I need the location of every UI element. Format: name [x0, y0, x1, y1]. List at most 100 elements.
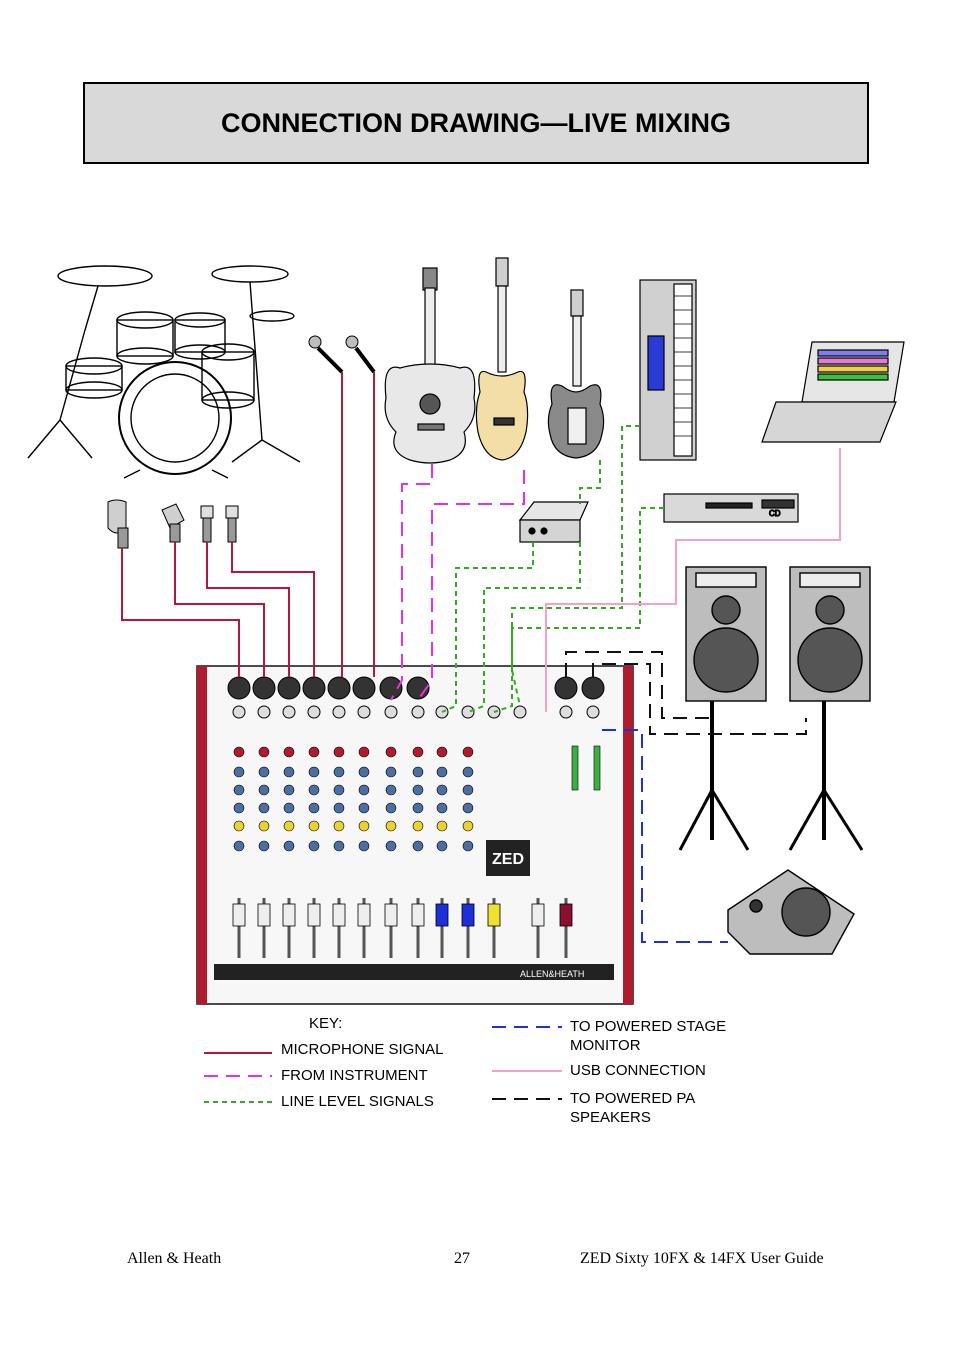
- mixer-knob: [233, 820, 245, 832]
- legend-label-stage-monitor: TO POWERED STAGE MONITOR: [570, 1018, 726, 1054]
- mixer-fader-cap: [435, 903, 449, 927]
- mixer-knob: [385, 820, 397, 832]
- stage-monitor-icon: [727, 869, 855, 955]
- mixer-knob: [258, 820, 270, 832]
- drum-kit-icon: [27, 265, 301, 479]
- mixer-knob: [358, 820, 370, 832]
- mixer-fader-slot: [536, 898, 540, 958]
- legend-label-line-level: LINE LEVEL SIGNALS: [281, 1093, 434, 1110]
- page-title: CONNECTION DRAWING—LIVE MIXING: [220, 107, 731, 138]
- pa-speaker-left-icon: [678, 566, 767, 851]
- footer-left: Allen & Heath: [127, 1250, 222, 1267]
- legend-label-microphone: MICROPHONE SIGNAL: [281, 1041, 444, 1058]
- vocal-microphones-icon: [308, 335, 376, 374]
- mixer-brand-label: ALLEN&HEATH: [520, 969, 584, 979]
- mixer-fader-cap: [332, 903, 346, 927]
- mixer-knob: [258, 802, 270, 814]
- mixer-knob: [333, 746, 345, 758]
- mixer-knob: [258, 784, 270, 796]
- mixer-knob: [385, 784, 397, 796]
- mixer-fader-cap: [232, 903, 246, 927]
- mixer-knob: [358, 766, 370, 778]
- stage-monitor-cable: [602, 729, 728, 943]
- mixer-knob: [385, 766, 397, 778]
- mixer-knob: [436, 746, 448, 758]
- mixer-knob: [283, 840, 295, 852]
- mixer-fader-cap: [357, 903, 371, 927]
- legend-heading: KEY:: [309, 1015, 342, 1032]
- mixer-knob: [358, 840, 370, 852]
- di-box-icon: [518, 501, 589, 543]
- mixer-knob: [258, 766, 270, 778]
- mixer-fader-slot: [287, 898, 291, 958]
- mixer-knob: [436, 840, 448, 852]
- mixer-knob: [358, 802, 370, 814]
- drum-microphones-icon: [107, 499, 239, 549]
- mixer-knob: [308, 802, 320, 814]
- mixer-knob: [412, 784, 424, 796]
- mixer-fader-cap: [411, 903, 425, 927]
- mixer-knob: [283, 746, 295, 758]
- keyboard-icon: [639, 279, 697, 461]
- mixer-knob: [308, 784, 320, 796]
- mixer-knob: [233, 746, 245, 758]
- mixer-icon: ALLEN&HEATH ZED: [196, 665, 634, 1005]
- mixer-knob: [385, 746, 397, 758]
- mixer-fader-slot: [312, 898, 316, 958]
- mixer-knob: [412, 766, 424, 778]
- legend: KEY: MICROPHONE SIGNAL FROM INSTRUMENT L…: [204, 1015, 726, 1126]
- mixer-fader-cap: [282, 903, 296, 927]
- mixer-knob: [233, 766, 245, 778]
- mixer-knob: [233, 840, 245, 852]
- legend-label-stage-monitor-line-1: TO POWERED STAGE: [570, 1018, 726, 1035]
- mixer-fader-slot: [466, 898, 470, 958]
- mixer-knob: [333, 802, 345, 814]
- mixer-knob: [385, 802, 397, 814]
- pa-speaker-right-icon: [788, 566, 871, 851]
- mixer-knob: [308, 746, 320, 758]
- mixer-knob: [333, 784, 345, 796]
- cd-label: CD: [769, 509, 781, 518]
- mixer-knob: [283, 784, 295, 796]
- mixer-knob: [462, 802, 474, 814]
- electric-guitar-icon: [547, 289, 605, 459]
- mixer-knob: [462, 766, 474, 778]
- mixer-knob: [308, 766, 320, 778]
- mixer-knob: [308, 840, 320, 852]
- mixer-fader-slot: [564, 898, 568, 958]
- mixer-fader-cap: [487, 903, 501, 927]
- mixer-fader-slot: [237, 898, 241, 958]
- mixer-fader-slot: [389, 898, 393, 958]
- mixer-knob: [283, 820, 295, 832]
- laptop-icon: [761, 341, 905, 443]
- mixer-fader-cap: [307, 903, 321, 927]
- footer-right: ZED Sixty 10FX & 14FX User Guide: [580, 1250, 824, 1267]
- mixer-knob: [283, 766, 295, 778]
- mixer-knob: [258, 840, 270, 852]
- mixer-fader-slot: [337, 898, 341, 958]
- mixer-knob: [412, 746, 424, 758]
- bass-guitar-icon: [475, 257, 529, 461]
- mixer-fader-slot: [262, 898, 266, 958]
- legend-label-stage-monitor-line-2: MONITOR: [570, 1037, 641, 1054]
- mixer-knob: [233, 784, 245, 796]
- legend-label-instrument: FROM INSTRUMENT: [281, 1067, 428, 1084]
- legend-label-pa-line-2: SPEAKERS: [570, 1109, 651, 1126]
- mixer-knob: [233, 802, 245, 814]
- mixer-knob: [308, 820, 320, 832]
- mixer-knob: [462, 746, 474, 758]
- mixer-knob: [412, 840, 424, 852]
- instrument-cables: [390, 464, 525, 701]
- microphone-signal-cables: [121, 372, 375, 677]
- mixer-knob: [333, 820, 345, 832]
- mixer-knob: [385, 840, 397, 852]
- mixer-knob: [436, 802, 448, 814]
- mixer-knob: [333, 766, 345, 778]
- mixer-fader-slot: [416, 898, 420, 958]
- mixer-model-label: ZED: [492, 851, 524, 868]
- mixer-knob: [412, 802, 424, 814]
- mixer-fader-cap: [384, 903, 398, 927]
- mixer-knob: [462, 840, 474, 852]
